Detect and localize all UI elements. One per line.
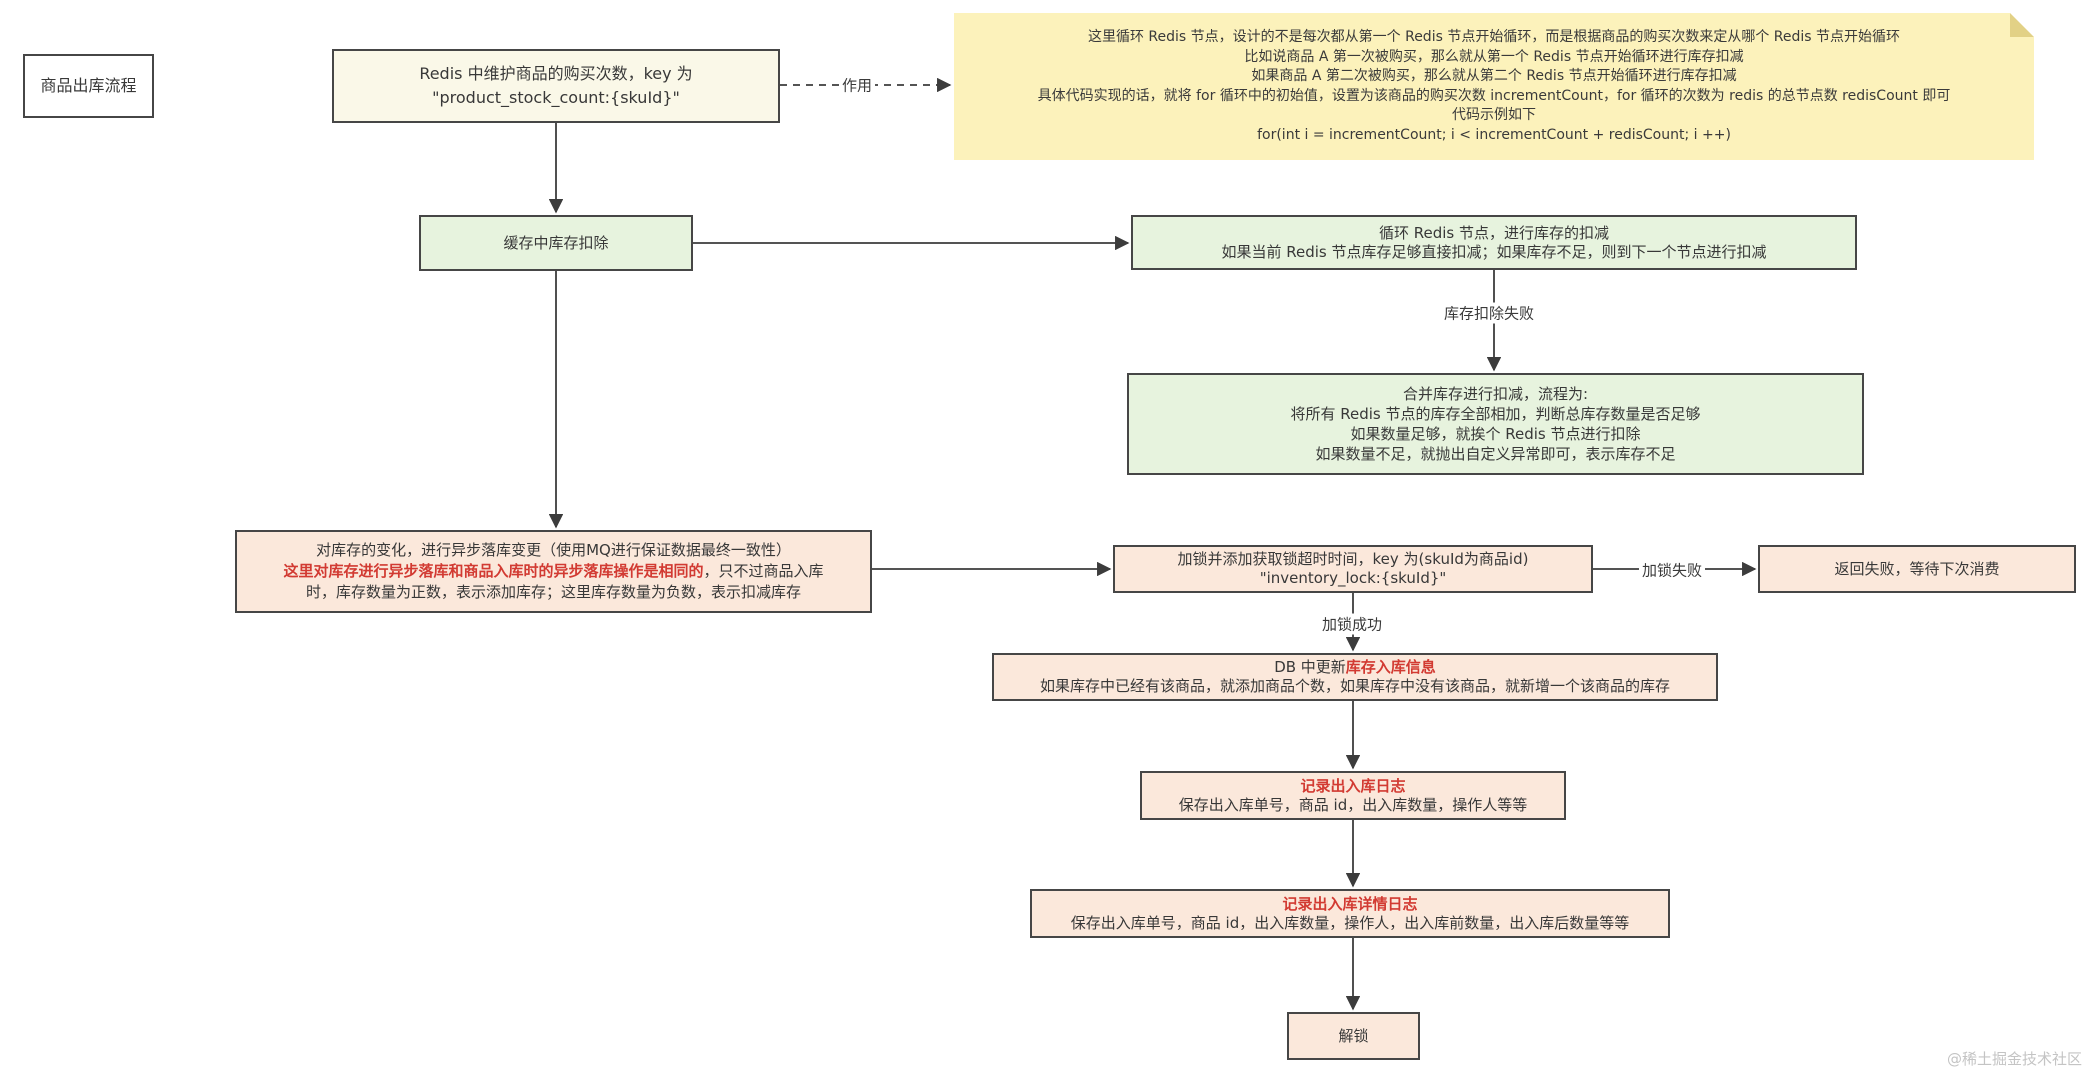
loop-redis-line2: 如果当前 Redis 节点库存足够直接扣减；如果库存不足，则到下一个节点进行扣减: [1221, 242, 1767, 261]
note-line3: 如果商品 A 第二次被购买，那么就从第二个 Redis 节点开始循环进行库存扣减: [1251, 68, 1737, 84]
watermark: @稀土掘金技术社区: [1946, 1050, 2082, 1068]
note-line6: for(int i = incrementCount; i < incremen…: [1257, 126, 1731, 143]
note-fold-corner: [2010, 13, 2034, 37]
merge-line4: 如果数量不足，就抛出自定义异常即可，表示库存不足: [1315, 445, 1676, 463]
loop-redis-line1: 循环 Redis 节点，进行库存的扣减: [1378, 223, 1610, 242]
edge-label-lock-fail: 加锁失败: [1638, 559, 1706, 581]
db-update-line1-red: 库存入库信息: [1345, 658, 1436, 676]
lock-line1: 加锁并添加获取锁超时时间，key 为(skuId为商品id): [1177, 550, 1529, 568]
note-line2: 比如说商品 A 第一次被购买，那么就从第一个 Redis 节点开始循环进行库存扣…: [1244, 48, 1744, 65]
loop-redis-node: 循环 Redis 节点，进行库存的扣减 如果当前 Redis 节点库存足够直接扣…: [1131, 215, 1857, 270]
redis-key-node: Redis 中维护商品的购买次数，key 为 "product_stock_co…: [332, 49, 780, 123]
lock-node: 加锁并添加获取锁超时时间，key 为(skuId为商品id) "inventor…: [1113, 545, 1593, 593]
merge-line2: 将所有 Redis 节点的库存全部相加，判断总库存数量是否足够: [1290, 405, 1701, 423]
cache-deduct-node: 缓存中库存扣除: [419, 215, 693, 271]
db-update-node: DB 中更新库存入库信息 如果库存中已经有该商品，就添加商品个数，如果库存中没有…: [992, 653, 1718, 701]
edge-label-lock-success: 加锁成功: [1318, 613, 1386, 635]
merge-deduct-node: 合并库存进行扣减，流程为: 将所有 Redis 节点的库存全部相加，判断总库存数…: [1127, 373, 1864, 475]
async-line3: 时，库存数量为正数，表示添加库存；这里库存数量为负数，表示扣减库存: [305, 583, 801, 601]
edge-label-stock-deduct-fail: 库存扣除失败: [1440, 302, 1538, 324]
cache-deduct-label: 缓存中库存扣除: [503, 234, 609, 252]
redis-key-line2: "product_stock_count:{skuId}": [432, 88, 680, 107]
db-update-line1: DB 中更新库存入库信息: [1274, 658, 1436, 677]
inout-detail-log-detail: 保存出入库单号，商品 id，出入库数量，操作人，出入库前数量，出入库后数量等等: [1070, 913, 1630, 932]
unlock-node: 解锁: [1287, 1012, 1420, 1060]
unlock-label: 解锁: [1338, 1027, 1369, 1045]
redis-key-line1: Redis 中维护商品的购买次数，key 为: [419, 64, 693, 83]
inout-detail-log-title: 记录出入库详情日志: [1282, 894, 1418, 913]
inout-log-detail: 保存出入库单号，商品 id，出入库数量，操作人等等: [1178, 795, 1528, 814]
db-update-line1-head: DB 中更新: [1274, 658, 1346, 676]
inout-log-node: 记录出入库日志 保存出入库单号，商品 id，出入库数量，操作人等等: [1140, 771, 1566, 820]
merge-line1: 合并库存进行扣减，流程为:: [1402, 385, 1589, 403]
retry-fail-node: 返回失败，等待下次消费: [1758, 545, 2076, 593]
async-line2-red: 这里对库存进行异步落库和商品入库时的异步落库操作是相同的: [283, 562, 704, 580]
inout-detail-log-node: 记录出入库详情日志 保存出入库单号，商品 id，出入库数量，操作人，出入库前数量…: [1030, 889, 1670, 938]
db-update-line2: 如果库存中已经有该商品，就添加商品个数，如果库存中没有该商品，就新增一个该商品的…: [1039, 677, 1670, 695]
inout-log-title: 记录出入库日志: [1300, 776, 1406, 795]
edge-label-effect: 作用: [838, 74, 876, 96]
flow-title-box: 商品出库流程: [23, 54, 154, 118]
lock-line2: "inventory_lock:{skuId}": [1259, 569, 1447, 587]
flow-title-label: 商品出库流程: [40, 76, 137, 95]
retry-fail-label: 返回失败，等待下次消费: [1834, 560, 2000, 578]
merge-line3: 如果数量足够，就挨个 Redis 节点进行扣除: [1350, 425, 1641, 443]
note-line1: 这里循环 Redis 节点，设计的不是每次都从第一个 Redis 节点开始循环，…: [1087, 29, 1901, 45]
loop-design-note: 这里循环 Redis 节点，设计的不是每次都从第一个 Redis 节点开始循环，…: [954, 13, 2034, 160]
async-persist-node: 对库存的变化，进行异步落库变更（使用MQ进行保证数据最终一致性） 这里对库存进行…: [235, 530, 872, 613]
async-line2-tail: ，只不过商品入库: [703, 562, 824, 580]
note-line5: 代码示例如下: [1452, 107, 1536, 123]
note-line4: 具体代码实现的话，就将 for 循环中的初始值，设置为该商品的购买次数 incr…: [1037, 87, 1951, 104]
async-line1: 对库存的变化，进行异步落库变更（使用MQ进行保证数据最终一致性）: [316, 541, 791, 559]
async-line2: 这里对库存进行异步落库和商品入库时的异步落库操作是相同的，只不过商品入库: [283, 561, 823, 582]
